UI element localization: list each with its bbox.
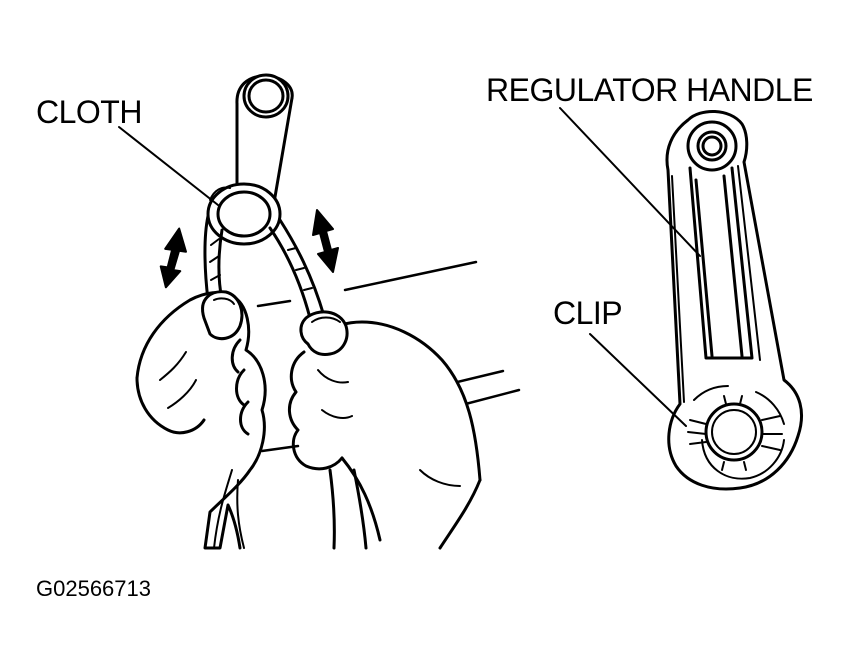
cloth-leader-line — [118, 126, 219, 206]
cloth-label: CLOTH — [36, 94, 142, 130]
figure-id-label: G02566713 — [36, 576, 151, 601]
clip-label: CLIP — [553, 295, 623, 331]
regulator-handle-label: REGULATOR HANDLE — [486, 72, 813, 108]
regulator-handle-leader-line — [559, 107, 701, 257]
double-arrow-icon — [312, 209, 339, 273]
left-hand — [135, 290, 267, 550]
regulator-handle-detail — [665, 109, 803, 491]
handle-shaft — [235, 73, 294, 228]
right-hand — [288, 310, 482, 550]
double-arrow-icon — [159, 227, 187, 289]
cloth-loop — [203, 182, 326, 320]
clip-leader-line — [589, 333, 687, 427]
